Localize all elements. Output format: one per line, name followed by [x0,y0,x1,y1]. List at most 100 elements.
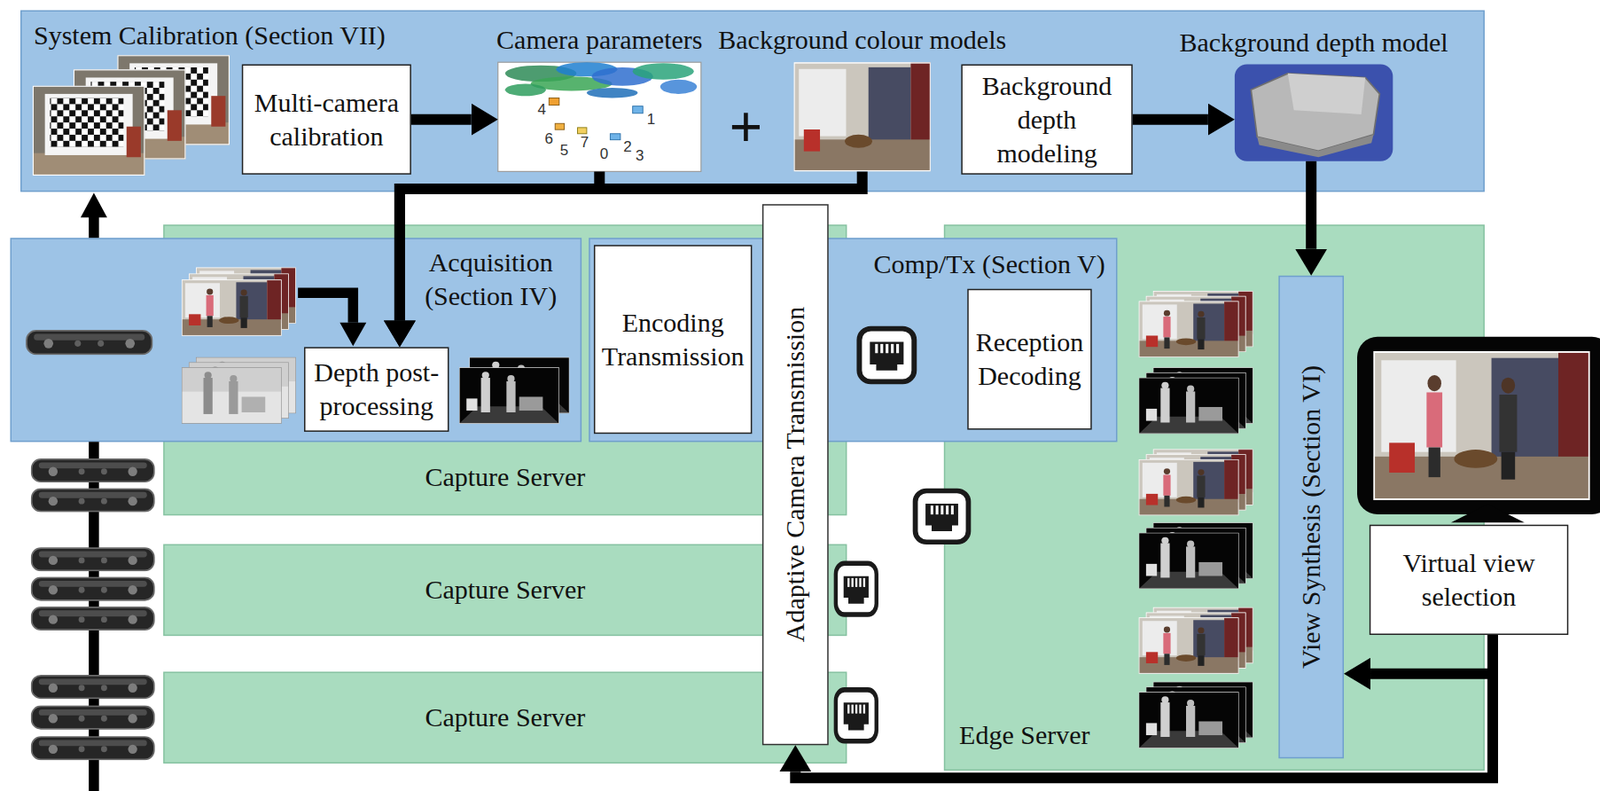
camera-column [31,193,155,791]
flow-arrow [1132,114,1209,125]
box-label: Depth post-processing [309,355,444,423]
server-box: Capture Server [163,671,847,764]
colour-frame [1139,616,1240,673]
ethernet-icon [858,328,914,383]
camera-glyph [548,97,560,105]
panel-heading: System Calibration (Section VII) [33,18,386,53]
checkerboard-photo [32,85,146,176]
server-label: Edge Server [959,718,1090,752]
monitor-stand [1451,504,1525,523]
monitor-bezel [1357,336,1600,515]
box-label: Encoding Transmission [599,305,747,374]
box-label: Multi-camera calibration [247,85,406,154]
image-ground [498,62,702,172]
process-box-fill [1370,524,1569,634]
process-box-fill [594,245,752,433]
camera-glyph [609,133,621,141]
callout-number: 3 [635,147,644,164]
callout-number: 6 [545,130,554,148]
process-box: Depth post-processing [304,346,449,432]
label-anchor: 0 [600,146,609,163]
depth-camera-icon [31,607,155,630]
image-heading: Background colour models [718,23,1007,57]
label-anchor: 3 [635,148,644,164]
model-ground [1234,64,1393,162]
server-box: Capture Server [163,544,847,637]
callout-number: 1 [647,110,656,128]
server-box: Edge Server View Synthesis (Section VI) [944,224,1485,771]
depth-camera-icon [31,547,155,570]
image-heading: Camera parameters [496,23,703,57]
arrow-head [339,322,367,346]
depth-camera-icon [31,459,155,482]
received-frames [1139,290,1254,749]
depth-camera-icon [31,488,155,511]
depth-frame [1139,377,1240,434]
process-box-fill [304,347,449,431]
plus-sign: + [729,94,763,159]
point-cloud [505,83,547,96]
camera-glyph [577,127,587,134]
point-cloud [632,62,695,79]
background-colour-image [794,62,931,172]
label-anchor: 5 [560,142,569,159]
depth-camera-icon [31,705,155,728]
process-box: Multi-camera calibration [241,64,412,175]
label-anchor: 7 [580,134,589,151]
callout-number: 5 [560,141,569,159]
process-box-fill [961,64,1132,174]
raw-depth-frame [181,366,282,423]
depth-camera-icon [26,330,153,354]
frame-feed-arrow [297,292,353,322]
stage-panel: Comp/Tx (Section V) Encoding Transmission… [588,237,1117,442]
flow-arrow [411,114,472,125]
label-anchor: 1 [647,111,656,128]
process-box: Background depth modeling [960,64,1132,175]
label-anchor: 4 [538,101,547,118]
label-anchor: + [729,98,763,156]
depth-frame [1139,532,1240,589]
background-depth-image: Background depth model [1234,64,1393,162]
display-monitor [1357,336,1600,523]
process-box-fill [967,289,1092,430]
point-cloud [586,87,639,99]
label-anchor: 2 [623,139,632,156]
box-label: Background depth modeling [966,69,1127,171]
synthesized-view [1373,351,1590,500]
colour-frame [1139,301,1240,358]
panel-heading: Comp/Tx (Section V) [874,247,1106,281]
camera-parameters-illustration [498,62,702,172]
ethernet-icon [835,562,877,615]
callout-number: 7 [580,133,589,151]
camera-glyph [632,106,644,114]
depth-mesh-floor [1256,134,1374,157]
processed-depth-frame [459,366,560,423]
callout-number: 4 [538,101,547,118]
colour-frame [1139,459,1240,516]
process-box: Reception Decoding [967,288,1092,430]
colour-frame [181,279,282,336]
box-label: Virtual view selection [1374,546,1563,614]
depth-camera-icon [31,577,155,600]
server-box-fill [163,225,847,516]
depth-mesh-wall [1287,73,1366,115]
flow-arrow [1305,161,1317,250]
depth-camera-icon [31,736,155,759]
panel-heading: Acquisition (Section IV) [407,245,573,313]
server-box-fill [163,544,847,635]
process-box-fill [242,64,412,174]
server-label: Capture Server [424,460,586,494]
synthesis-bar-fill [1279,276,1343,758]
point-cloud [660,79,697,94]
ethernet-icon [835,689,877,742]
flow-arrow [795,634,1493,778]
depth-camera-icon [31,675,155,698]
flow-arrow [399,171,863,320]
background-depth-illustration [1234,64,1393,162]
stage-panel: Acquisition (Section IV) Depth post-proce… [10,237,583,442]
synthesis-bar: View Synthesis (Section VI) [1278,275,1344,758]
process-box: Virtual view selection [1369,524,1569,635]
server-label: Capture Server [424,700,586,734]
arrow-head [80,193,108,219]
camera-glyph [554,123,564,130]
